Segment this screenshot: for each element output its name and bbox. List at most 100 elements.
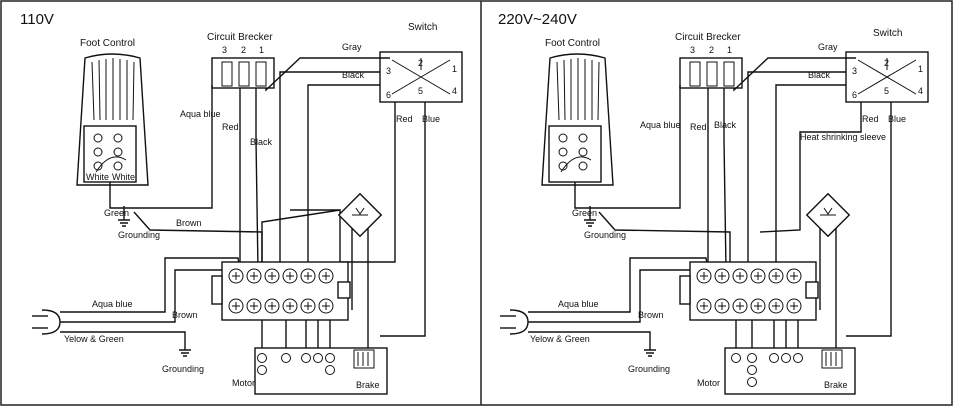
motor-box: [254, 347, 388, 395]
switch-terminal-5: 5: [418, 86, 423, 96]
red-wire-label: Red: [690, 122, 707, 132]
circuit-breaker-label: Circuit Brecker: [207, 32, 273, 43]
panel-title: 220V~240V: [498, 11, 577, 28]
aqua-blue-plug-label: Aqua blue: [558, 299, 599, 309]
panel-title: 110V: [20, 11, 54, 28]
motor-terminal: [325, 365, 335, 375]
red-wire-label: Red: [222, 122, 239, 132]
power-plug: [500, 309, 529, 335]
terminal-screw-slot: [232, 302, 240, 310]
terminal-screw-slot: [718, 302, 726, 310]
terminal-screw-slot: [736, 302, 744, 310]
switch-terminal-3: 3: [852, 66, 857, 76]
blue-switch-wire-label: Blue: [422, 114, 440, 124]
terminal-screw: [732, 268, 748, 284]
motor-label: Motor: [232, 378, 255, 388]
grounding-top-label: Grounding: [118, 230, 160, 240]
terminal-screw-slot: [286, 272, 294, 280]
foot-control: [76, 53, 149, 186]
grounding-bottom-label: Grounding: [162, 364, 204, 374]
terminal-screw-slot: [304, 272, 312, 280]
black-wire-label: Black: [808, 70, 831, 80]
rectifier-bridge: [805, 192, 851, 238]
terminal-screw: [228, 268, 244, 284]
terminal-screw: [786, 268, 802, 284]
motor-terminal: [747, 353, 757, 363]
green-wire-label: Green: [104, 208, 129, 218]
terminal-block: [211, 261, 351, 321]
motor-terminal: [301, 353, 311, 363]
terminal-screw-slot: [268, 302, 276, 310]
circuit-breaker: [679, 57, 743, 89]
terminal-screw: [714, 298, 730, 314]
terminal-screw-slot: [322, 272, 330, 280]
terminal-screw: [750, 268, 766, 284]
terminal-screw: [282, 268, 298, 284]
brown-plug-label: Brown: [638, 310, 664, 320]
terminal-screw: [264, 298, 280, 314]
terminal-screw: [318, 268, 334, 284]
switch-terminal-1: 1: [918, 64, 923, 74]
circuit-breaker-label: Circuit Brecker: [675, 32, 741, 43]
heat-shrinking-sleeve-label: Heat shrinking sleeve: [800, 132, 886, 142]
breaker-number-2: 2: [241, 45, 246, 55]
breaker-number-1: 1: [259, 45, 264, 55]
motor-terminal: [747, 377, 757, 387]
terminal-screw-slot: [700, 302, 708, 310]
terminal-screw-slot: [790, 302, 798, 310]
black-wire-label: Black: [342, 70, 365, 80]
terminal-screw-slot: [304, 302, 312, 310]
rectifier-bridge: [337, 192, 383, 238]
motor-terminal: [747, 365, 757, 375]
foot-control-label: Foot Control: [80, 38, 135, 49]
terminal-screw-slot: [772, 302, 780, 310]
terminal-screw: [768, 268, 784, 284]
breaker-number-3: 3: [222, 45, 227, 55]
switch-terminal-6: 6: [852, 90, 857, 100]
terminal-screw: [750, 298, 766, 314]
motor-terminals: [731, 353, 803, 387]
terminal-screw: [696, 298, 712, 314]
power-plug: [32, 309, 61, 335]
circuit-breaker: [211, 57, 275, 89]
terminal-screw: [318, 298, 334, 314]
motor-terminal: [793, 353, 803, 363]
terminal-screw: [300, 268, 316, 284]
switch-terminal-2: 2: [418, 58, 423, 68]
brake-label: Brake: [824, 380, 848, 390]
brown-plug-label: Brown: [172, 310, 198, 320]
terminal-screw-slot: [250, 302, 258, 310]
motor-label: Motor: [697, 378, 720, 388]
switch-label: Switch: [873, 28, 902, 39]
aqua-blue-wire-label: Aqua blue: [180, 109, 221, 119]
aqua-blue-plug-label: Aqua blue: [92, 299, 133, 309]
foot-control: [541, 53, 614, 186]
motor-terminals: [257, 353, 335, 375]
motor-terminal: [281, 353, 291, 363]
breaker-number-1: 1: [727, 45, 732, 55]
switch-terminal-4: 4: [452, 86, 457, 96]
motor-terminal: [325, 353, 335, 363]
gray-wire-label: Gray: [342, 42, 362, 52]
switch-terminal-2: 2: [884, 58, 889, 68]
terminal-screw: [246, 298, 262, 314]
motor-terminal: [313, 353, 323, 363]
foot-control-label: Foot Control: [545, 38, 600, 49]
white-label-right: White: [112, 172, 135, 182]
grounding-bottom-label: Grounding: [628, 364, 670, 374]
aqua-blue-wire-label: Aqua blue: [640, 120, 681, 130]
motor-terminal: [731, 353, 741, 363]
terminal-screw-slot: [718, 272, 726, 280]
terminal-screw-slot: [232, 272, 240, 280]
terminal-block: [679, 261, 819, 321]
switch-label: Switch: [408, 22, 437, 33]
terminal-screw: [732, 298, 748, 314]
switch-terminal-1: 1: [452, 64, 457, 74]
terminal-screw-slot: [790, 272, 798, 280]
black-breaker-wire-label: Black: [250, 137, 273, 147]
terminal-screw-slot: [286, 302, 294, 310]
motor-terminal: [257, 365, 267, 375]
switch: [379, 51, 463, 103]
